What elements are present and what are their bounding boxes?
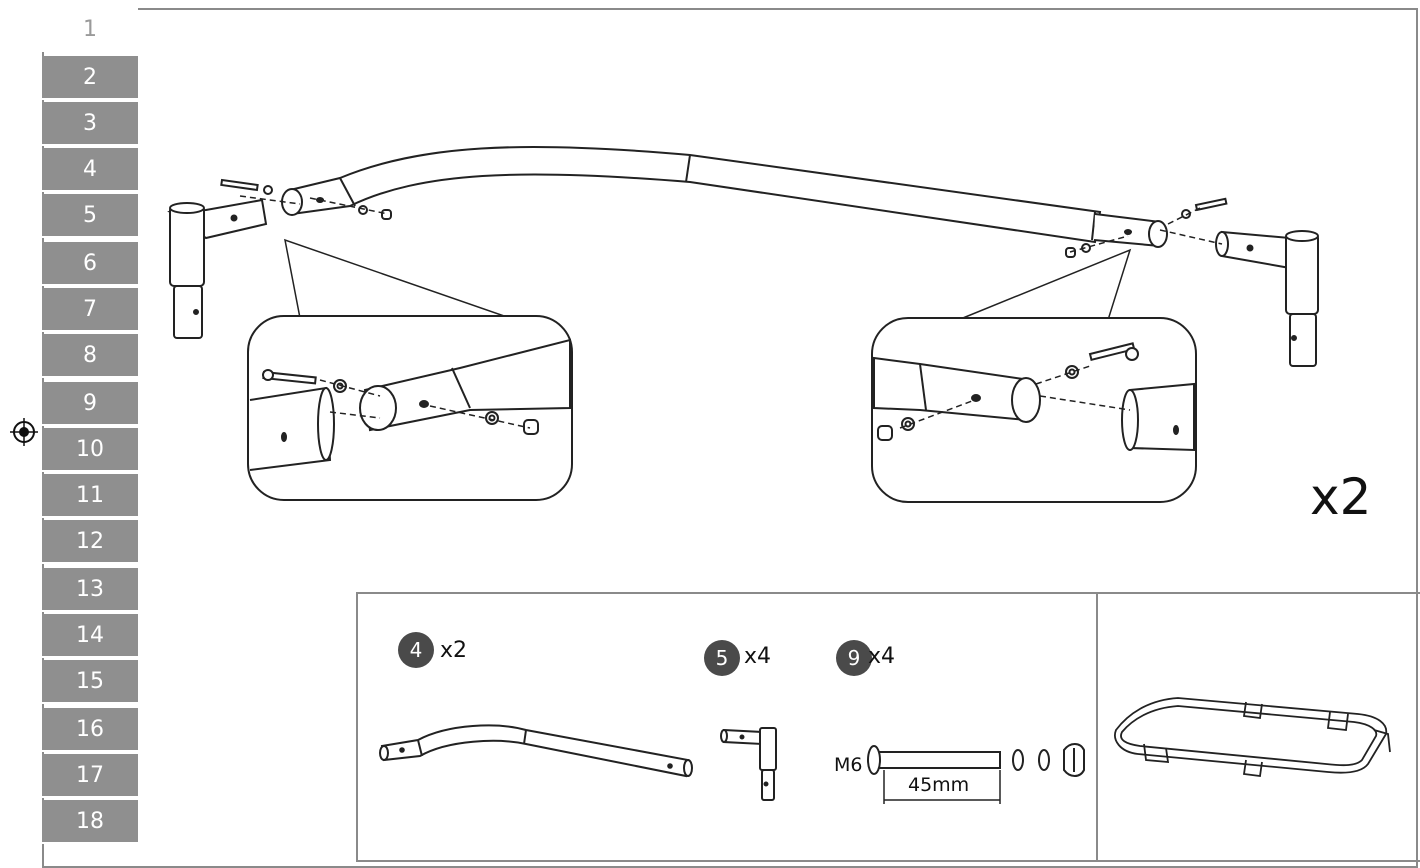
right-corner-connector [1215, 230, 1319, 367]
assembled-frame-preview [1096, 592, 1420, 862]
step-cell-13[interactable]: 13 [42, 568, 138, 612]
right-detail-callout [871, 317, 1197, 503]
step-cell-8[interactable]: 8 [42, 334, 138, 378]
parts-list-panel: 4 x2 5 x4 9 x4 [356, 592, 1098, 862]
step-cell-12[interactable]: 12 [42, 520, 138, 564]
bolt-dimension-line [883, 770, 1001, 804]
step-cell-7[interactable]: 7 [42, 288, 138, 332]
part-5-corner-connector [720, 727, 777, 801]
part-qty-9: x4 [868, 644, 896, 669]
step-cell-5[interactable]: 5 [42, 194, 138, 238]
left-hardware [220, 178, 392, 220]
left-corner-connector [167, 198, 268, 339]
step-cell-4[interactable]: 4 [42, 148, 138, 192]
step-cell-15[interactable]: 15 [42, 660, 138, 704]
right-callout-pointer [957, 248, 1132, 321]
assembly-quantity-label: x2 [1310, 468, 1372, 526]
left-callout-pointer [284, 238, 511, 319]
part-qty-5: x4 [744, 644, 772, 669]
right-hardware [1065, 197, 1228, 258]
curved-top-tube [281, 145, 1168, 248]
part-qty-4: x2 [440, 638, 468, 663]
registration-mark-icon [10, 418, 38, 446]
assembly-diagram [167, 145, 1319, 503]
step-cell-18[interactable]: 18 [42, 800, 138, 844]
part-9-bolt-set [867, 743, 1085, 777]
step-cell-1[interactable]: 1 [42, 8, 138, 52]
step-cell-9[interactable]: 9 [42, 382, 138, 426]
step-cell-6[interactable]: 6 [42, 242, 138, 286]
bolt-size-label: M6 [834, 754, 863, 776]
step-cell-14[interactable]: 14 [42, 614, 138, 658]
assembled-frame-drawing [1114, 697, 1391, 778]
left-detail-callout [247, 315, 573, 501]
step-cell-2[interactable]: 2 [42, 56, 138, 100]
part-badge-5: 5 [704, 640, 740, 676]
part-badge-9: 9 [836, 640, 872, 676]
bolt-length-label: 45mm [908, 774, 970, 796]
step-cell-10[interactable]: 10 [42, 428, 138, 472]
parts-drawings [379, 724, 1085, 804]
part-4-curved-tube [379, 724, 693, 778]
step-cell-3[interactable]: 3 [42, 102, 138, 146]
step-cell-17[interactable]: 17 [42, 754, 138, 798]
part-badge-4: 4 [398, 632, 434, 668]
step-cell-11[interactable]: 11 [42, 474, 138, 518]
step-index-sidebar: 1 2 3 4 5 6 7 8 9 10 11 12 13 14 15 16 1… [42, 8, 138, 848]
step-cell-16[interactable]: 16 [42, 708, 138, 752]
